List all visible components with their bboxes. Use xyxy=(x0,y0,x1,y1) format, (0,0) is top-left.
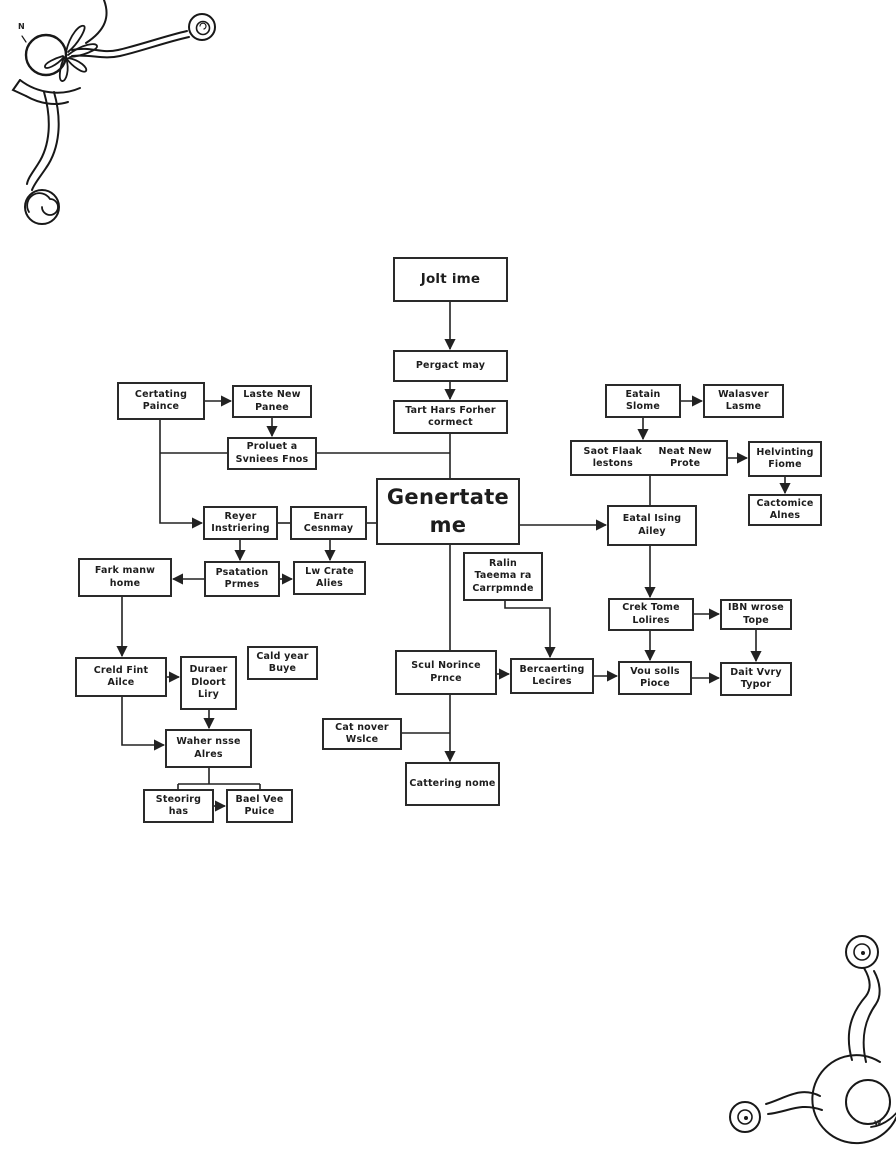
node-label: Laste New Panee xyxy=(243,389,301,413)
node-label: Ralin Taeema ra Carrpmnde xyxy=(472,557,534,594)
node-label: Cattering nome xyxy=(409,777,496,789)
node-vou-solls-pioce: Vou solls Pioce xyxy=(618,661,692,695)
node-label: Duraer Dloort Liry xyxy=(189,664,228,701)
node-eatal-ising-ailey: Eatal Ising Ailey xyxy=(607,505,697,546)
node-fark-manw-home: Fark manw home xyxy=(78,558,172,597)
node-label: IBN wrose Tope xyxy=(728,602,784,626)
node-label: Tart Hars Forher cormect xyxy=(405,404,496,428)
node-psatation-prmes: Psatation Prmes xyxy=(204,561,280,597)
node-label: Vou solls Pioce xyxy=(630,665,680,689)
node-cattering-nome: Cattering nome xyxy=(405,762,500,806)
node-label: Cald year Buye xyxy=(256,650,309,674)
node-walasver-lasme: Walasver Lasme xyxy=(703,384,784,418)
node-label: Certating Paince xyxy=(134,388,188,412)
node-pergact-may: Pergact may xyxy=(393,350,508,382)
node-label: Walasver Lasme xyxy=(718,388,769,412)
node-label: Proluet a Svniees Fnos xyxy=(235,441,309,465)
node-enarr-cesnmay: Enarr Cesnmay xyxy=(290,506,367,540)
node-label: Enarr Cesnmay xyxy=(303,510,354,534)
node-label: Psatation Prmes xyxy=(215,566,269,590)
node-ibn-wrose-tope: IBN wrose Tope xyxy=(720,599,792,630)
node-proluet-svniees: Proluet a Svniees Fnos xyxy=(227,437,317,470)
node-creld-fint-ailce: Creld Fint Ailce xyxy=(75,657,167,697)
corner-mark-bottom-right: w xyxy=(874,1118,882,1127)
node-label: Scul Norince Prnce xyxy=(411,660,481,684)
node-reyer-instriering: Reyer Instriering xyxy=(203,506,278,540)
node-label: Reyer Instriering xyxy=(211,510,270,534)
node-cactomice-alnes: Cactomice Alnes xyxy=(748,494,822,526)
node-label: Crek Tome Lolires xyxy=(622,602,680,626)
node-scul-norince-prnce: Scul Norince Prnce xyxy=(395,650,497,695)
node-jolt-ime: Jolt ime xyxy=(393,257,508,302)
node-dait-vvry-typor: Dait Vvry Typor xyxy=(720,662,792,696)
node-label: Fark manw home xyxy=(94,565,156,589)
node-laste-new-panee: Laste New Panee xyxy=(232,385,312,418)
node-genertate-me: Genertate me xyxy=(376,478,520,545)
node-ralin-taeema: Ralin Taeema ra Carrpmnde xyxy=(463,552,543,601)
node-label: Genertate me xyxy=(386,485,510,537)
node-label: Helvinting Fiome xyxy=(756,446,814,470)
node-label: Steorirg has xyxy=(155,793,202,817)
node-saot-flaak-neat-new: Saot Flaak lestons Neat New Prote xyxy=(570,440,728,476)
node-bael-vee-puice: Bael Vee Puice xyxy=(226,789,293,823)
node-crek-tome-lolires: Crek Tome Lolires xyxy=(608,598,694,631)
node-certating-paince: Certating Paince xyxy=(117,382,205,420)
node-label: Saot Flaak lestons xyxy=(583,445,643,469)
node-label: Bael Vee Puice xyxy=(235,793,284,817)
node-label: Creld Fint Ailce xyxy=(93,664,149,688)
node-label: Cactomice Alnes xyxy=(756,497,814,521)
node-tart-hars-forher: Tart Hars Forher cormect xyxy=(393,400,508,434)
corner-flourish-bottom-right-icon xyxy=(729,935,896,1145)
node-label: Eatal Ising Ailey xyxy=(622,513,682,537)
node-steorirg-has: Steorirg has xyxy=(143,789,214,823)
node-cat-nover-wslce: Cat nover Wslce xyxy=(322,718,402,750)
node-label: Waher nsse Alres xyxy=(176,736,241,760)
node-helvinting-fiome: Helvinting Fiome xyxy=(748,441,822,477)
node-label: Neat New Prote xyxy=(658,445,712,469)
node-label: Bercaerting Lecires xyxy=(519,663,585,687)
node-eatain-slome: Eatain Slome xyxy=(605,384,681,418)
corner-flourish-top-left-icon xyxy=(11,0,216,225)
node-label: Eatain Slome xyxy=(625,388,661,412)
node-label: Dait Vvry Typor xyxy=(730,666,782,690)
node-label: Lw Crate Alies xyxy=(305,565,354,589)
node-label: Pergact may xyxy=(415,359,486,371)
flowchart-connectors xyxy=(116,302,791,812)
node-label: Jolt ime xyxy=(420,270,481,287)
node-bercaerting-lecires: Bercaerting Lecires xyxy=(510,658,594,694)
corner-mark-top-left: N xyxy=(18,22,25,31)
node-label: Cat nover Wslce xyxy=(335,721,389,745)
node-lw-crate-alies: Lw Crate Alies xyxy=(293,561,366,595)
node-cald-year-buye: Cald year Buye xyxy=(247,646,318,680)
node-duraer-dloort-liry: Duraer Dloort Liry xyxy=(180,656,237,710)
node-waher-nsse-alres: Waher nsse Alres xyxy=(165,729,252,768)
